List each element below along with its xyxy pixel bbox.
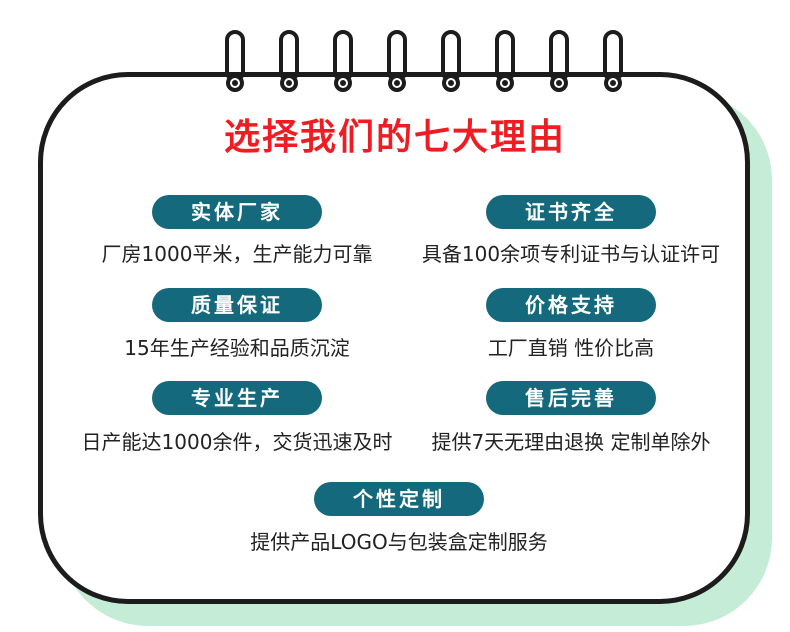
- reason-badge-price: 价格支持: [486, 288, 656, 322]
- spiral-ring-icon: [222, 30, 250, 92]
- reason-desc-price: 工厂直销 性价比高: [487, 336, 655, 360]
- reason-badge-factory: 实体厂家: [152, 195, 322, 229]
- spiral-ring-icon: [546, 30, 574, 92]
- reason-desc-factory: 厂房1000平米，生产能力可靠: [101, 242, 373, 266]
- page-title: 选择我们的七大理由: [223, 117, 566, 158]
- reason-badge-aftersales: 售后完善: [486, 381, 656, 415]
- spiral-ring-icon: [492, 30, 520, 92]
- spiral-ring-icon: [384, 30, 412, 92]
- spiral-ring-icon: [600, 30, 628, 92]
- reason-desc-quality: 15年生产经验和品质沉淀: [124, 336, 350, 360]
- spiral-ring-icon: [330, 30, 358, 92]
- reason-desc-production: 日产能达1000余件，交货迅速及时: [81, 430, 393, 454]
- reason-badge-customization: 个性定制: [314, 482, 484, 516]
- reason-desc-customization: 提供产品LOGO与包装盒定制服务: [250, 530, 548, 554]
- reason-badge-quality: 质量保证: [152, 288, 322, 322]
- spiral-ring-icon: [276, 30, 304, 92]
- spiral-ring-icon: [438, 30, 466, 92]
- reason-badge-production: 专业生产: [152, 381, 322, 415]
- reason-badge-certificates: 证书齐全: [486, 195, 656, 229]
- reason-desc-aftersales: 提供7天无理由退换 定制单除外: [431, 430, 711, 454]
- reason-desc-certificates: 具备100余项专利证书与认证许可: [421, 242, 721, 266]
